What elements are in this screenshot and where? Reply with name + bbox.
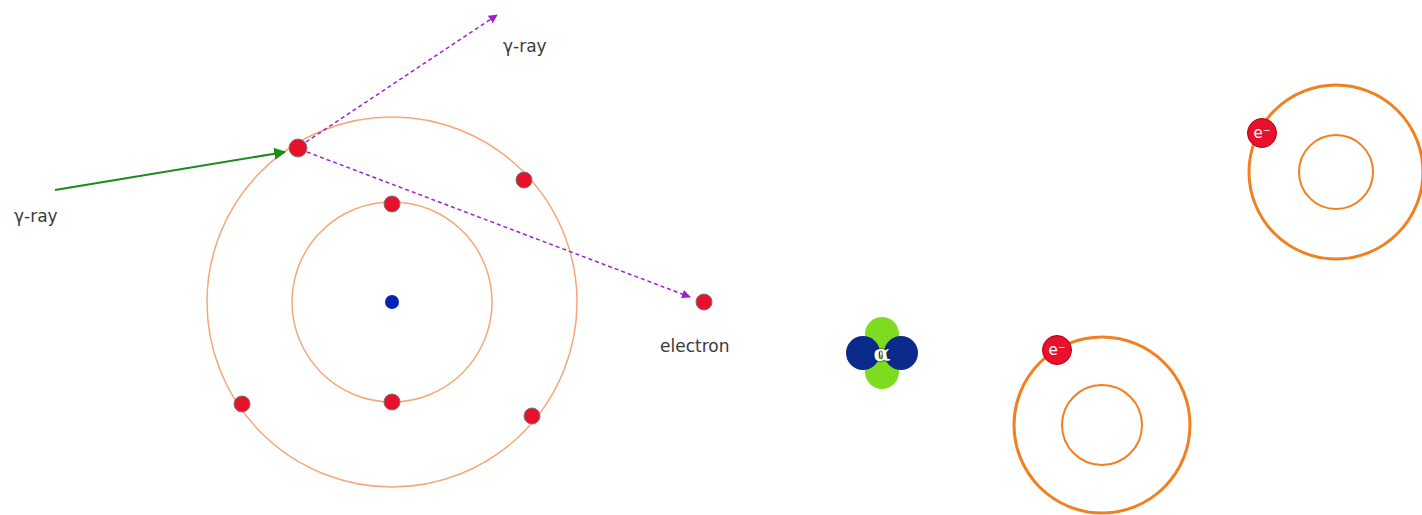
inner-shell [1299,135,1373,209]
outer-shell [1249,85,1422,259]
ray-label: γ-ray [503,38,547,55]
alpha-particle: α [846,317,918,389]
electron-symbol: e⁻ [1048,343,1065,358]
ray-label: γ-ray [14,208,58,225]
inner-shell [292,202,492,402]
particle-symbol: α [874,342,891,364]
outer-shell [1014,337,1190,513]
particle-label: electron [660,338,729,355]
ejected-electron [696,294,712,310]
electron-symbol: e⁻ [1253,126,1270,141]
incoming-ray [55,152,285,190]
electron-path [307,152,690,297]
nucleus [385,295,399,309]
inner-shell [1062,385,1142,465]
electron-particle: e⁻ [1247,118,1277,148]
outer-shell [207,117,577,487]
scattered-ray [306,15,497,142]
electron-particle: e⁻ [1042,335,1072,365]
